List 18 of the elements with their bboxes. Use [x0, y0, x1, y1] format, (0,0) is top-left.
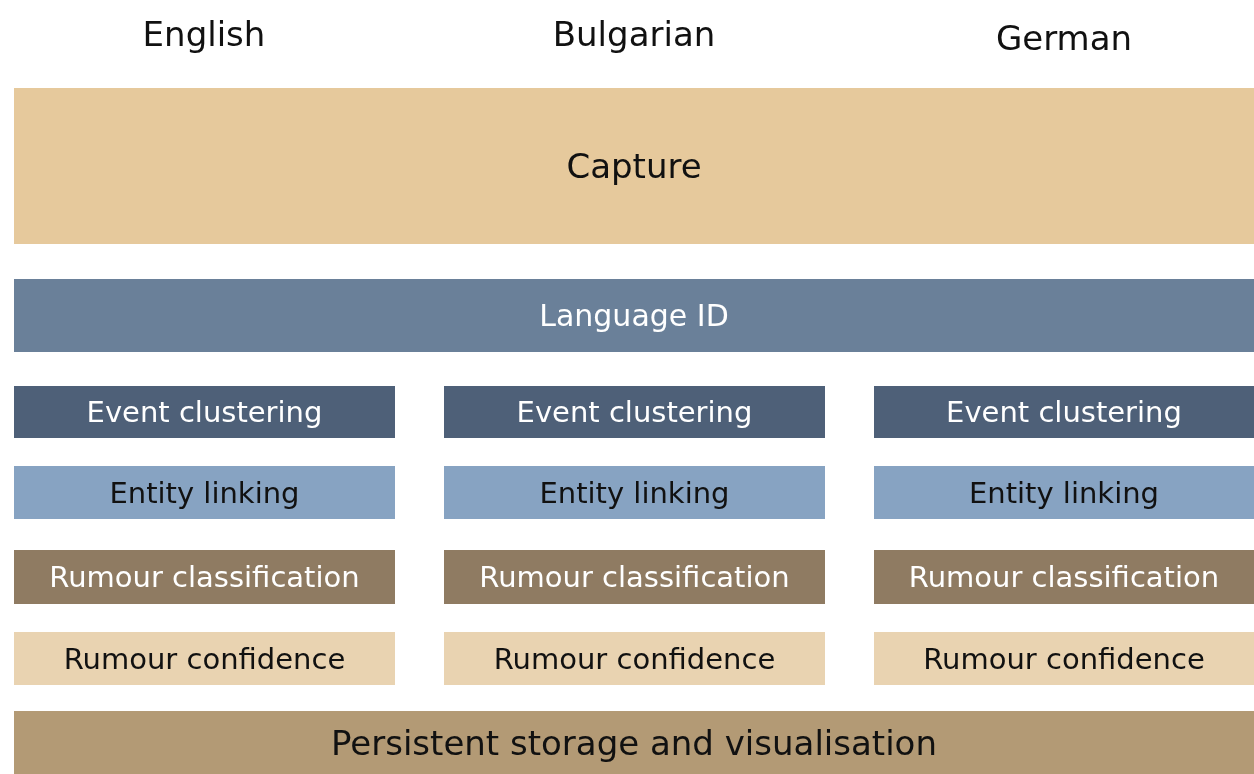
column-heading: German [995, 18, 1133, 58]
storage-band: Persistent storage and visualisation [14, 711, 1254, 774]
module-box: Event clustering [444, 386, 825, 438]
module-box: Event clustering [874, 386, 1254, 438]
module-box: Entity linking [14, 466, 395, 519]
module-box: Entity linking [874, 466, 1254, 519]
module-box: Rumour confidence [444, 632, 825, 685]
column-heading: English [142, 14, 266, 54]
module-box: Rumour classification [444, 550, 825, 604]
module-box: Rumour confidence [874, 632, 1254, 685]
module-box: Event clustering [14, 386, 395, 438]
module-box: Rumour classification [874, 550, 1254, 604]
module-box: Rumour confidence [14, 632, 395, 685]
module-box: Rumour classification [14, 550, 395, 604]
layer-band: Language ID [14, 279, 1254, 352]
module-box: Entity linking [444, 466, 825, 519]
column-heading: Bulgarian [552, 14, 716, 54]
capture-band: Capture [14, 88, 1254, 244]
